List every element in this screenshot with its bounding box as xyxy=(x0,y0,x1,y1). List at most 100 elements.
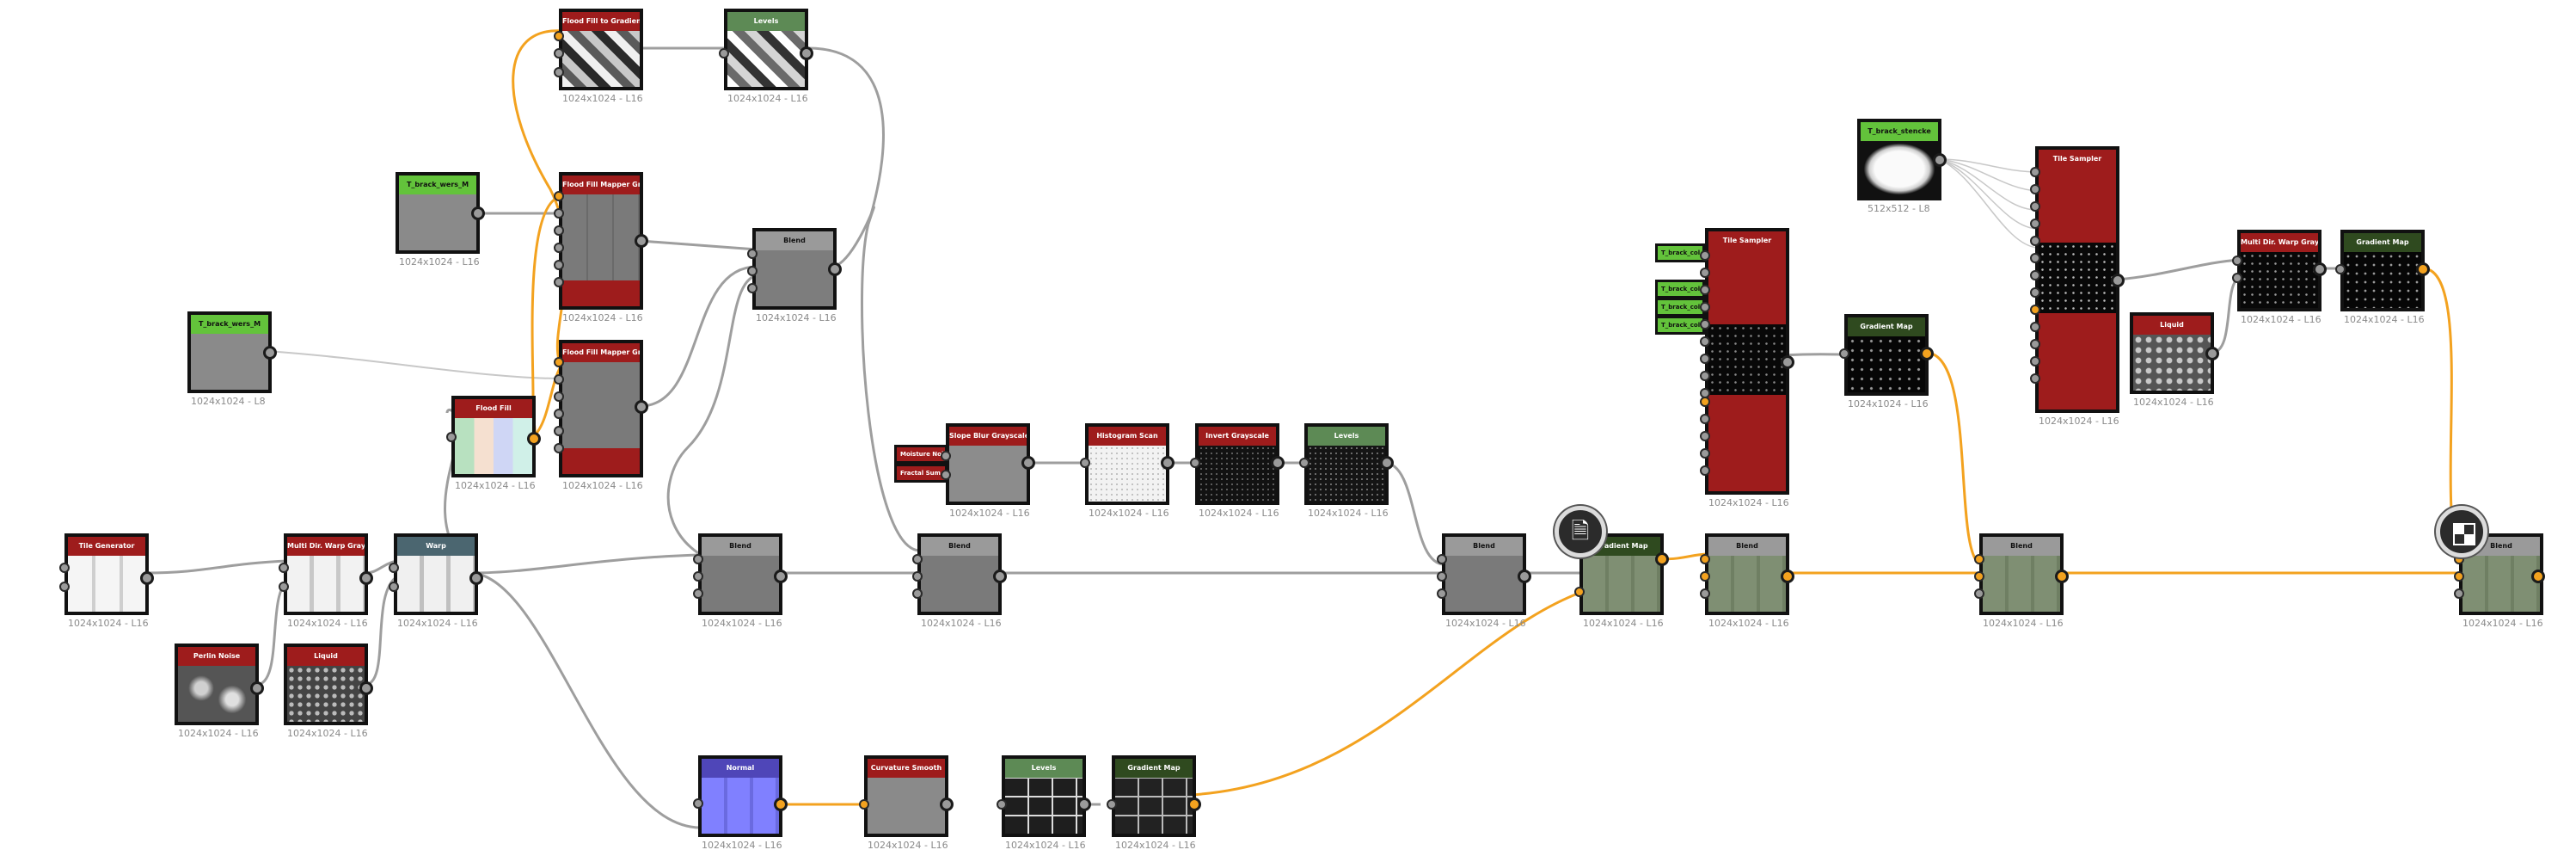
output-port[interactable] xyxy=(993,570,1007,583)
node-curvature-smooth[interactable]: Curvature Smooth 1024x1024 - L16 xyxy=(859,755,954,856)
node-flood-fill-mapper[interactable]: Flood Fill Mapper Grays... 1024x1024 - L… xyxy=(554,340,648,495)
node-bitmap-input[interactable]: T_brack_wers_M 1024x1024 - L16 xyxy=(396,172,485,284)
node-fractal-sum[interactable]: Fractal Sum 4 xyxy=(894,464,948,483)
input-port[interactable] xyxy=(2030,373,2040,384)
input-port[interactable] xyxy=(1700,285,1710,295)
output-port[interactable] xyxy=(1271,456,1285,470)
input-port[interactable] xyxy=(554,243,564,253)
input-port[interactable] xyxy=(554,48,564,59)
output-port[interactable] xyxy=(1077,797,1091,811)
node-blend[interactable]: Blend 1024x1024 - L16 xyxy=(912,533,1007,645)
input-port[interactable] xyxy=(1700,571,1710,582)
input-port[interactable] xyxy=(1700,465,1710,476)
output-port[interactable] xyxy=(250,681,264,695)
output-port[interactable] xyxy=(828,262,842,276)
node-liquid[interactable]: Liquid 1024x1024 - L16 xyxy=(284,644,373,755)
output-port[interactable] xyxy=(2205,347,2219,360)
node-warp[interactable]: Warp 1024x1024 - L16 xyxy=(389,533,483,645)
input-port[interactable] xyxy=(2030,339,2040,349)
output-port[interactable] xyxy=(1781,355,1794,369)
node-gradient-map[interactable]: Gradient Map 1024x1024 - L16 xyxy=(1839,314,1934,426)
node-flood-fill[interactable]: Flood Fill 1024x1024 - L16 xyxy=(446,396,541,508)
input-port[interactable] xyxy=(912,571,923,582)
node-levels[interactable]: Levels 1024x1024 - L16 xyxy=(719,9,813,120)
input-port[interactable] xyxy=(1700,319,1710,329)
input-port[interactable] xyxy=(2232,273,2242,283)
node-normal[interactable]: Normal 1024x1024 - L16 xyxy=(693,755,788,856)
input-port[interactable] xyxy=(59,582,70,592)
input-port[interactable] xyxy=(554,31,564,41)
input-port[interactable] xyxy=(1700,354,1710,364)
input-port[interactable] xyxy=(389,563,399,573)
output-port[interactable] xyxy=(359,681,373,695)
output-port[interactable] xyxy=(140,571,154,585)
input-port[interactable] xyxy=(859,799,869,810)
input-port[interactable] xyxy=(693,571,703,582)
input-port[interactable] xyxy=(554,374,564,385)
node-blend[interactable]: Blend 1024x1024 - L16 xyxy=(1974,533,2069,645)
output-port[interactable] xyxy=(1021,456,1035,470)
output-port[interactable] xyxy=(527,432,541,446)
input-port[interactable] xyxy=(554,191,564,201)
node-flood-fill-mapper[interactable]: Flood Fill Mapper Grays... 1024x1024 - L… xyxy=(554,172,648,327)
output-port[interactable] xyxy=(800,46,813,60)
output-port[interactable] xyxy=(2111,274,2125,287)
input-port[interactable] xyxy=(2454,571,2464,582)
input-port[interactable] xyxy=(2030,236,2040,246)
input-port[interactable] xyxy=(2030,356,2040,366)
node-blend[interactable]: Blend 1024x1024 - L16 xyxy=(693,533,788,645)
input-port[interactable] xyxy=(1700,302,1710,312)
input-port[interactable] xyxy=(1080,458,1090,468)
node-moisture-noise[interactable]: Moisture Noise xyxy=(894,445,948,464)
input-port[interactable] xyxy=(1437,588,1447,599)
node-blend[interactable]: Blend 1024x1024 - L16 xyxy=(1437,533,1531,645)
output-port[interactable] xyxy=(1518,570,1531,583)
input-port[interactable] xyxy=(1700,268,1710,278)
input-port[interactable] xyxy=(279,582,289,592)
input-port[interactable] xyxy=(1437,554,1447,564)
input-port[interactable] xyxy=(1700,371,1710,381)
input-port[interactable] xyxy=(693,798,703,809)
input-port[interactable] xyxy=(1700,448,1710,459)
output-port[interactable] xyxy=(469,571,483,585)
node-levels[interactable]: Levels 1024x1024 - L16 xyxy=(1299,423,1394,535)
node-blend[interactable]: Blend 1024x1024 - L16 xyxy=(1700,533,1794,645)
output-port[interactable] xyxy=(1933,153,1947,167)
node-gradient-map[interactable]: Gradient Map 1024x1024 - L16 xyxy=(2335,230,2430,342)
output-port[interactable] xyxy=(2055,570,2069,583)
input-port[interactable] xyxy=(1700,431,1710,441)
input-port[interactable] xyxy=(747,283,757,293)
input-port[interactable] xyxy=(1190,458,1200,468)
node-histogram-scan[interactable]: Histogram Scan 1024x1024 - L16 xyxy=(1080,423,1175,535)
input-port[interactable] xyxy=(554,409,564,419)
node-multi-dir-warp[interactable]: Multi Dir. Warp Grayscale 1024x1024 - L1… xyxy=(279,533,373,645)
output-port[interactable] xyxy=(2531,570,2545,583)
output-port[interactable] xyxy=(940,797,954,811)
input-port[interactable] xyxy=(1574,587,1585,597)
input-port[interactable] xyxy=(279,563,289,573)
input-port[interactable] xyxy=(2030,253,2040,263)
input-port[interactable] xyxy=(941,470,951,480)
input-port[interactable] xyxy=(59,563,70,573)
output-port[interactable] xyxy=(1380,456,1394,470)
input-port[interactable] xyxy=(2030,167,2040,177)
input-port[interactable] xyxy=(693,554,703,564)
node-multi-dir-warp[interactable]: Multi Dir. Warp Grayscale 1024x1024 - L1… xyxy=(2232,230,2327,342)
input-port[interactable] xyxy=(941,451,951,461)
node-liquid[interactable]: Liquid 1024x1024 - L16 xyxy=(2130,312,2219,424)
node-bitmap-input[interactable]: T_brack_col... xyxy=(1655,298,1705,317)
input-port[interactable] xyxy=(2030,201,2040,212)
output-port[interactable] xyxy=(1781,570,1794,583)
input-port[interactable] xyxy=(554,443,564,453)
node-invert-grayscale[interactable]: Invert Grayscale 1024x1024 - L16 xyxy=(1190,423,1285,535)
input-port[interactable] xyxy=(912,554,923,564)
input-port[interactable] xyxy=(554,260,564,270)
node-levels[interactable]: Levels 1024x1024 - L16 xyxy=(997,755,1091,856)
output-port[interactable] xyxy=(2313,262,2327,276)
input-port[interactable] xyxy=(747,249,757,259)
input-port[interactable] xyxy=(554,67,564,77)
comment-badge[interactable]: 🗎 xyxy=(1555,506,1606,557)
output-port[interactable] xyxy=(635,234,648,248)
output-port[interactable] xyxy=(2416,262,2430,276)
input-port[interactable] xyxy=(2030,184,2040,194)
